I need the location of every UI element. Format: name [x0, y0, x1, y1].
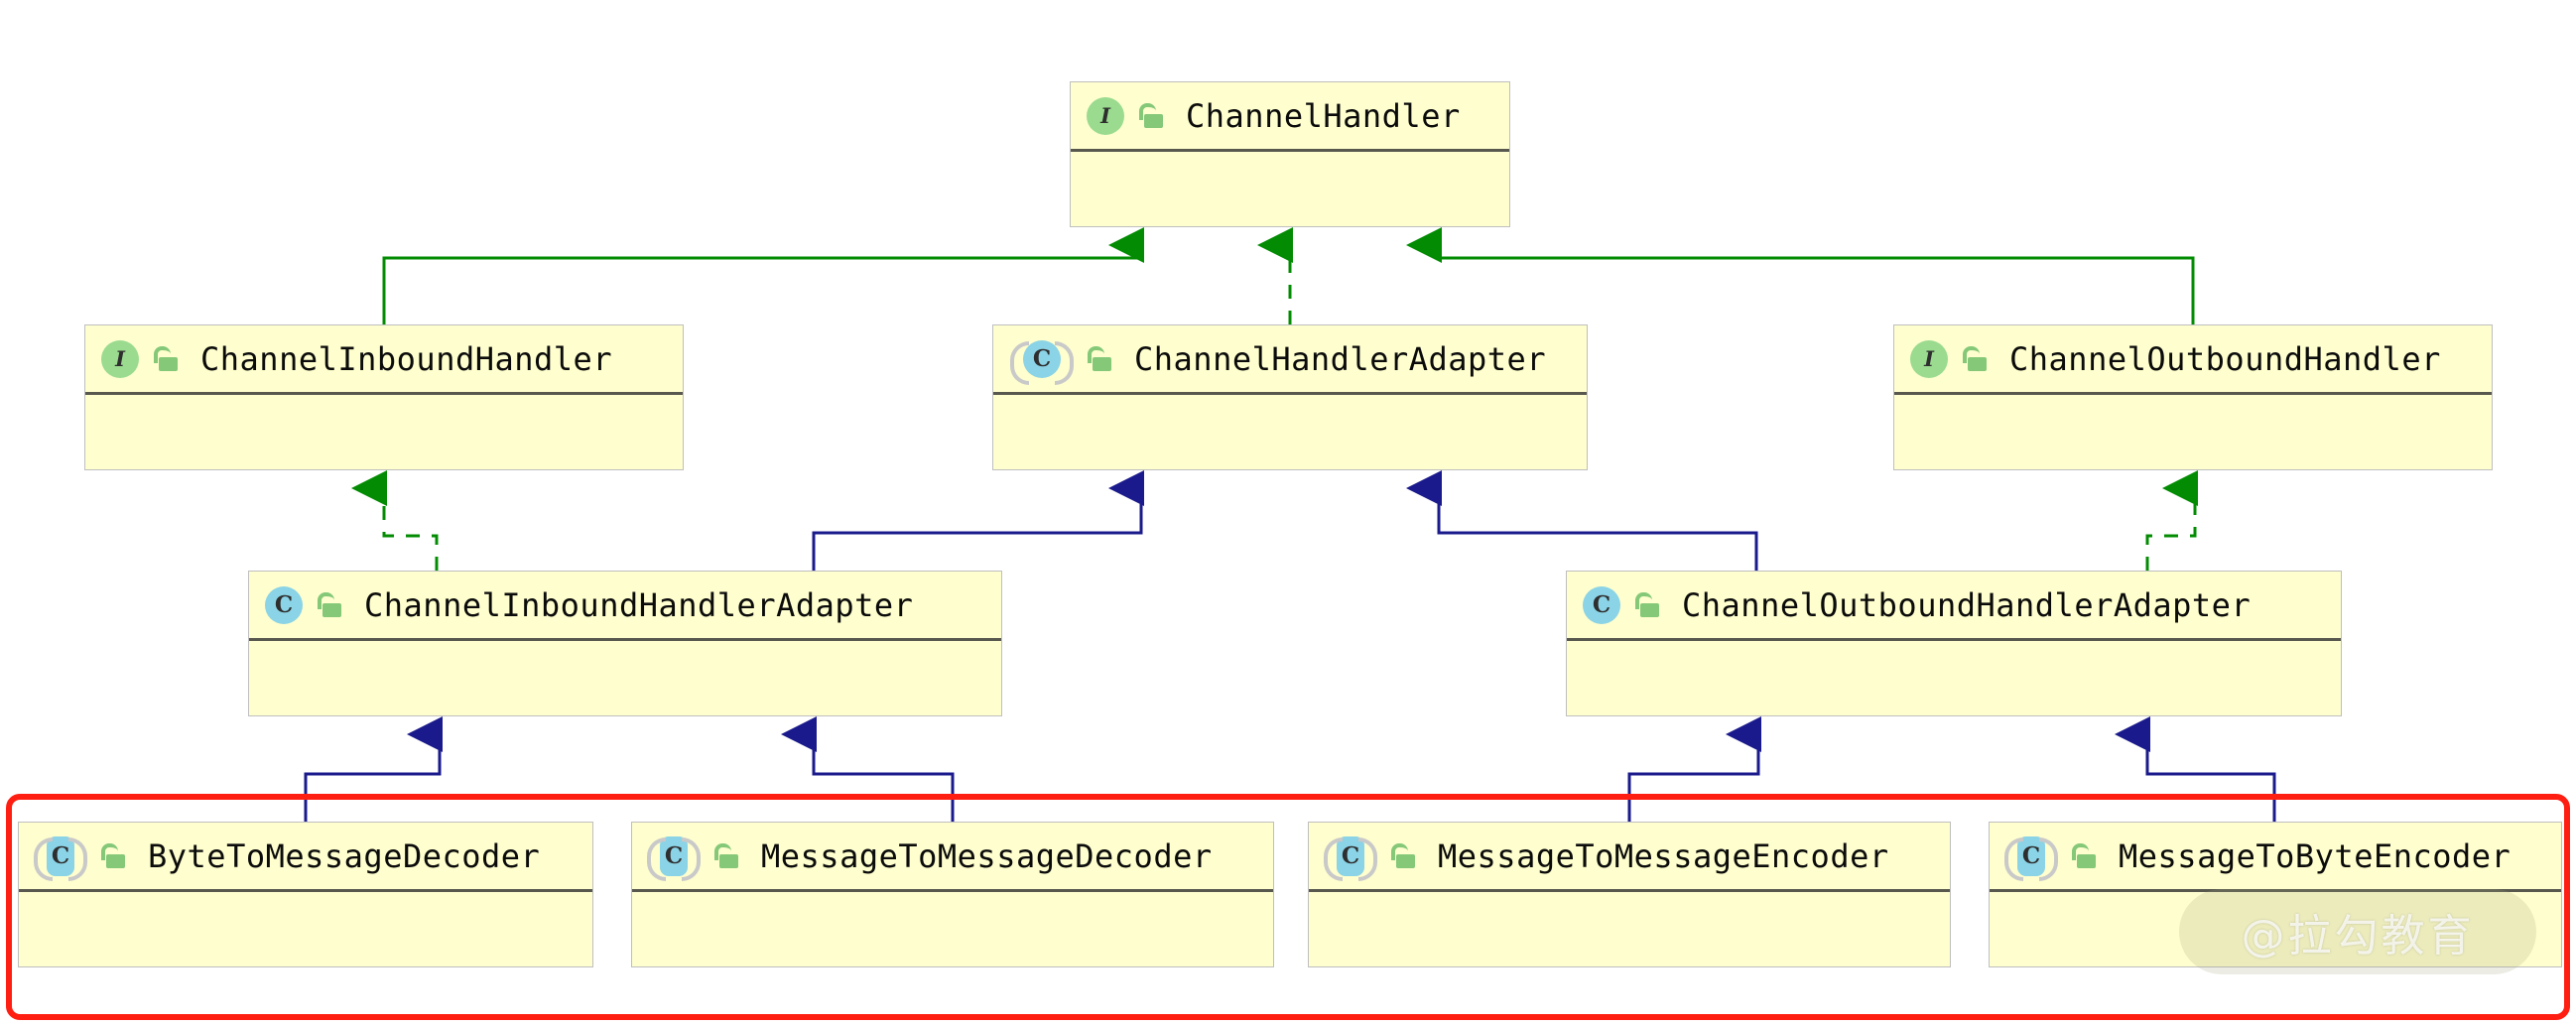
class-members-compartment — [249, 641, 1001, 701]
open-lock-icon — [2071, 842, 2097, 869]
class-badge-icon: C — [1010, 339, 1074, 385]
edge-bytetomessagedecoder-to-inboundadapter — [304, 716, 443, 822]
class-members-compartment — [1567, 641, 2341, 701]
class-badge-icon: C — [1324, 835, 1377, 881]
class-members-compartment — [1894, 395, 2492, 454]
open-lock-icon — [317, 591, 342, 618]
badge-group: C — [265, 585, 342, 624]
edge-outboundadapter-to-outbound — [2145, 470, 2198, 571]
class-members-compartment — [19, 892, 592, 952]
class-name-label: ByteToMessageDecoder — [148, 836, 541, 875]
watermark-badge: @拉勾教育 — [2179, 889, 2536, 974]
open-lock-icon — [153, 345, 179, 372]
open-lock-icon — [1962, 345, 1988, 372]
class-node-channeloutboundhandler[interactable]: I ChannelOutboundHandler — [1893, 324, 2493, 470]
class-node-header: C MessageToMessageEncoder — [1309, 823, 1950, 892]
open-lock-icon — [1390, 842, 1416, 869]
class-name-label: MessageToMessageEncoder — [1438, 836, 1889, 875]
edge-inboundadapter-to-inbound — [351, 470, 439, 571]
class-node-channelhandleradapter[interactable]: C ChannelHandlerAdapter — [992, 324, 1588, 470]
class-node-channelhandler[interactable]: I ChannelHandler — [1070, 81, 1510, 227]
class-node-header: I ChannelHandler — [1071, 82, 1509, 152]
badge-group: C — [34, 835, 126, 881]
class-name-label: MessageToByteEncoder — [2119, 836, 2512, 875]
class-name-label: ChannelHandlerAdapter — [1134, 339, 1547, 378]
class-name-label: ChannelOutboundHandlerAdapter — [1682, 585, 2252, 624]
class-node-bytetomessagedecoder[interactable]: C ByteToMessageDecoder — [18, 822, 593, 967]
class-node-messagetobyteencoder[interactable]: C MessageToByteEncoder — [1989, 822, 2562, 967]
edge-outboundadapter-to-adapter — [1406, 470, 1758, 571]
class-badge-icon: C — [2004, 835, 2058, 881]
class-name-label: MessageToMessageDecoder — [761, 836, 1213, 875]
edge-messagetomessageencoder-to-outboundadapter — [1627, 716, 1761, 822]
badge-group: C — [1010, 339, 1112, 385]
class-node-header: I ChannelOutboundHandler — [1894, 325, 2492, 395]
class-node-messagetomessagedecoder[interactable]: C MessageToMessageDecoder — [631, 822, 1274, 967]
interface-badge-icon: I — [1910, 339, 1948, 378]
class-name-label: ChannelInboundHandler — [200, 339, 613, 378]
edge-messagetomessagedecoder-to-inboundadapter — [781, 716, 955, 822]
badge-group: C — [647, 835, 739, 881]
edge-messagetobyteencoder-to-outboundadapter — [2115, 716, 2276, 822]
class-badge-icon: C — [265, 585, 303, 624]
class-node-channeloutboundhandleradapter[interactable]: C ChannelOutboundHandlerAdapter — [1566, 571, 2342, 716]
class-node-channelinboundhandler[interactable]: I ChannelInboundHandler — [84, 324, 684, 470]
badge-group: I — [101, 339, 179, 378]
interface-badge-icon: I — [1087, 96, 1124, 135]
edge-inbound-to-handler — [382, 227, 1144, 324]
class-node-header: C MessageToByteEncoder — [1990, 823, 2561, 892]
open-lock-icon — [1138, 102, 1164, 129]
watermark-text: @拉勾教育 — [2241, 911, 2475, 962]
badge-group: I — [1087, 96, 1164, 135]
badge-group: C — [2004, 835, 2097, 881]
class-badge-icon: C — [34, 835, 87, 881]
open-lock-icon — [1634, 591, 1660, 618]
edge-outbound-to-handler — [1406, 227, 2195, 324]
class-members-compartment — [85, 395, 683, 454]
class-node-header: C MessageToMessageDecoder — [632, 823, 1273, 892]
class-badge-icon: C — [1583, 585, 1620, 624]
class-node-channelinboundhandleradapter[interactable]: C ChannelInboundHandlerAdapter — [248, 571, 1002, 716]
class-node-header: C ByteToMessageDecoder — [19, 823, 592, 892]
class-members-compartment — [1071, 152, 1509, 211]
class-name-label: ChannelOutboundHandler — [2009, 339, 2441, 378]
class-node-messagetomessageencoder[interactable]: C MessageToMessageEncoder — [1308, 822, 1951, 967]
open-lock-icon — [713, 842, 739, 869]
class-members-compartment — [993, 395, 1587, 454]
class-node-header: I ChannelInboundHandler — [85, 325, 683, 395]
class-name-label: ChannelHandler — [1186, 96, 1461, 135]
class-name-label: ChannelInboundHandlerAdapter — [364, 585, 914, 624]
class-node-header: C ChannelHandlerAdapter — [993, 325, 1587, 395]
class-node-header: C ChannelInboundHandlerAdapter — [249, 572, 1001, 641]
open-lock-icon — [1087, 345, 1112, 372]
open-lock-icon — [100, 842, 126, 869]
class-badge-icon: C — [647, 835, 701, 881]
class-members-compartment — [1309, 892, 1950, 952]
edge-inboundadapter-to-adapter — [812, 470, 1144, 571]
badge-group: C — [1583, 585, 1660, 624]
badge-group: C — [1324, 835, 1416, 881]
class-members-compartment — [632, 892, 1273, 952]
badge-group: I — [1910, 339, 1988, 378]
class-node-header: C ChannelOutboundHandlerAdapter — [1567, 572, 2341, 641]
interface-badge-icon: I — [101, 339, 139, 378]
